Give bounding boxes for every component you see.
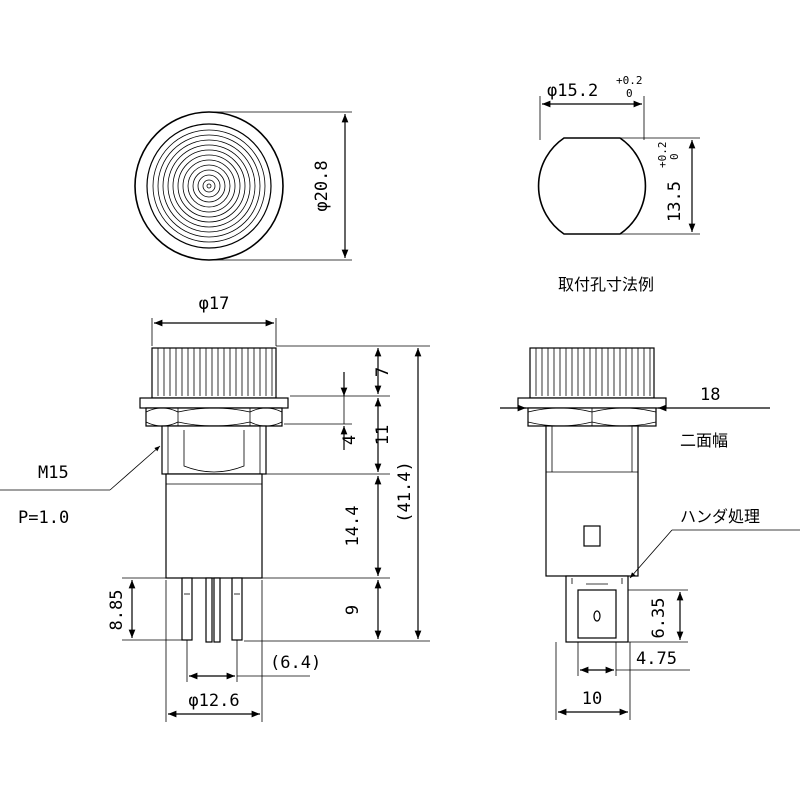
pitch-label: P=1.0 [18,508,69,528]
mounting-hole-outline [537,137,647,235]
side-terminal-offset-label: 4.75 [636,649,677,669]
side-width-label: 10 [582,689,602,709]
mounting-hole-caption: 取付孔寸法例 [558,275,654,294]
hole-flat-tol-upper: +0.2 [656,142,669,169]
thread-leader [109,445,161,491]
solder-leader [629,529,673,579]
side-cap-knurling [535,348,651,396]
overall-length-label: (41.4) [395,461,415,522]
cap-knurling [157,348,273,396]
side-terminal-hole [593,610,601,622]
top-view: φ20.8 [134,111,352,261]
hole-flat-label: 13.5 [665,181,685,222]
side-body [545,425,639,577]
lens-concentric-rings [152,129,266,243]
cap-body [151,347,277,399]
hex-nut [145,407,283,427]
top-diameter-label: φ20.8 [312,160,332,211]
cap-diameter-label: φ17 [199,294,230,314]
mounting-hole-view: φ15.2 +0.2 0 13.5 +0.2 0 取付孔寸法例 [537,74,700,294]
terminal-left-label: 8.85 [107,590,127,631]
thread-length-label: 11 [373,425,393,445]
terminal-pitch-label: (6.4) [270,653,321,673]
side-flange [517,397,667,409]
terminals [181,577,243,643]
front-view: φ17 M15 P=1.0 7 4 11 14.4 9 (41.4) 8.85 [0,294,430,722]
hole-diameter-tol-lower: 0 [626,87,633,100]
side-view: 18 二面幅 ハンダ処理 6.35 4.75 10 [500,347,800,720]
lens-outer-circle [134,111,284,261]
side-window [583,525,601,547]
lens-bezel-circle [146,123,272,249]
thread-label: M15 [38,463,69,483]
side-terminal-height-label: 6.35 [649,598,669,639]
side-terminal-block [565,575,629,643]
side-cap-body [529,347,655,399]
body-diameter-label: φ12.6 [188,691,239,711]
cap-height-label: 7 [373,367,393,377]
nut-label: 4 [340,435,360,445]
body-length-label: 14.4 [343,506,363,547]
hole-diameter-label: φ15.2 [547,81,598,101]
across-flats-caption: 二面幅 [680,431,728,450]
side-terminal-tab [577,589,617,639]
across-flats-label: 18 [700,385,720,405]
hole-flat-tol-lower: 0 [668,153,681,160]
terminal-length-label: 9 [343,605,363,615]
solder-label: ハンダ処理 [680,507,760,526]
switch-body [165,473,263,579]
hole-diameter-tol-upper: +0.2 [616,74,643,87]
flange [139,397,289,409]
thread-section [161,425,267,475]
